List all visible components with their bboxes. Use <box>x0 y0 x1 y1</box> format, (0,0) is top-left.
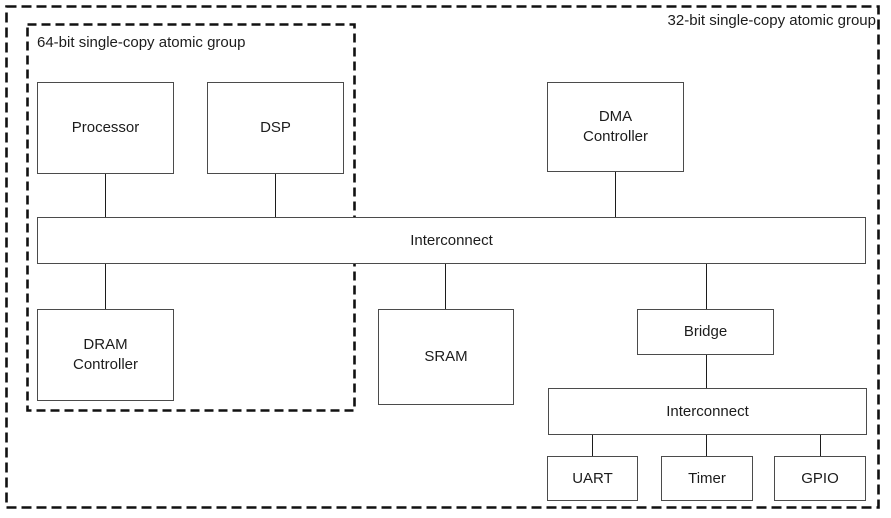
node-interconnect-main: Interconnect <box>37 217 866 264</box>
edge-interconnect2-gpio <box>820 435 821 456</box>
node-sram-label: SRAM <box>424 348 468 365</box>
edge-interconnect-dram <box>105 264 106 309</box>
node-gpio-label: GPIO <box>801 469 839 487</box>
node-sram: SRAM <box>378 309 514 405</box>
edge-processor-interconnect <box>105 174 106 217</box>
node-dma-controller: DMA Controller <box>547 82 684 172</box>
node-interconnect-peripheral-label: Interconnect <box>666 402 749 420</box>
edge-bridge-interconnect2 <box>706 355 707 388</box>
outer-group-label: 32-bit single-copy atomic group <box>667 12 876 29</box>
edge-interconnect2-timer <box>706 435 707 456</box>
edge-dsp-interconnect <box>275 174 276 217</box>
node-interconnect-peripheral: Interconnect <box>548 388 867 435</box>
node-processor: Processor <box>37 82 174 174</box>
node-timer-label: Timer <box>688 469 726 487</box>
node-dma-controller-label: DMA Controller <box>582 108 649 145</box>
edge-interconnect-sram <box>445 264 446 309</box>
outer-group-border <box>5 5 880 509</box>
node-uart-label: UART <box>572 469 613 487</box>
node-processor-label: Processor <box>71 119 140 136</box>
node-dsp-label: DSP <box>260 119 291 136</box>
edge-interconnect2-uart <box>592 435 593 456</box>
node-interconnect-main-label: Interconnect <box>410 231 493 249</box>
node-timer: Timer <box>661 456 753 501</box>
node-gpio: GPIO <box>774 456 866 501</box>
inner-group-label: 64-bit single-copy atomic group <box>37 34 246 51</box>
edge-interconnect-bridge <box>706 264 707 309</box>
edge-dma-interconnect <box>615 172 616 217</box>
node-bridge-label: Bridge <box>683 323 728 340</box>
node-dsp: DSP <box>207 82 344 174</box>
node-dram-controller: DRAM Controller <box>37 309 174 401</box>
node-dram-controller-label: DRAM Controller <box>72 336 139 373</box>
node-uart: UART <box>547 456 638 501</box>
node-bridge: Bridge <box>637 309 774 355</box>
